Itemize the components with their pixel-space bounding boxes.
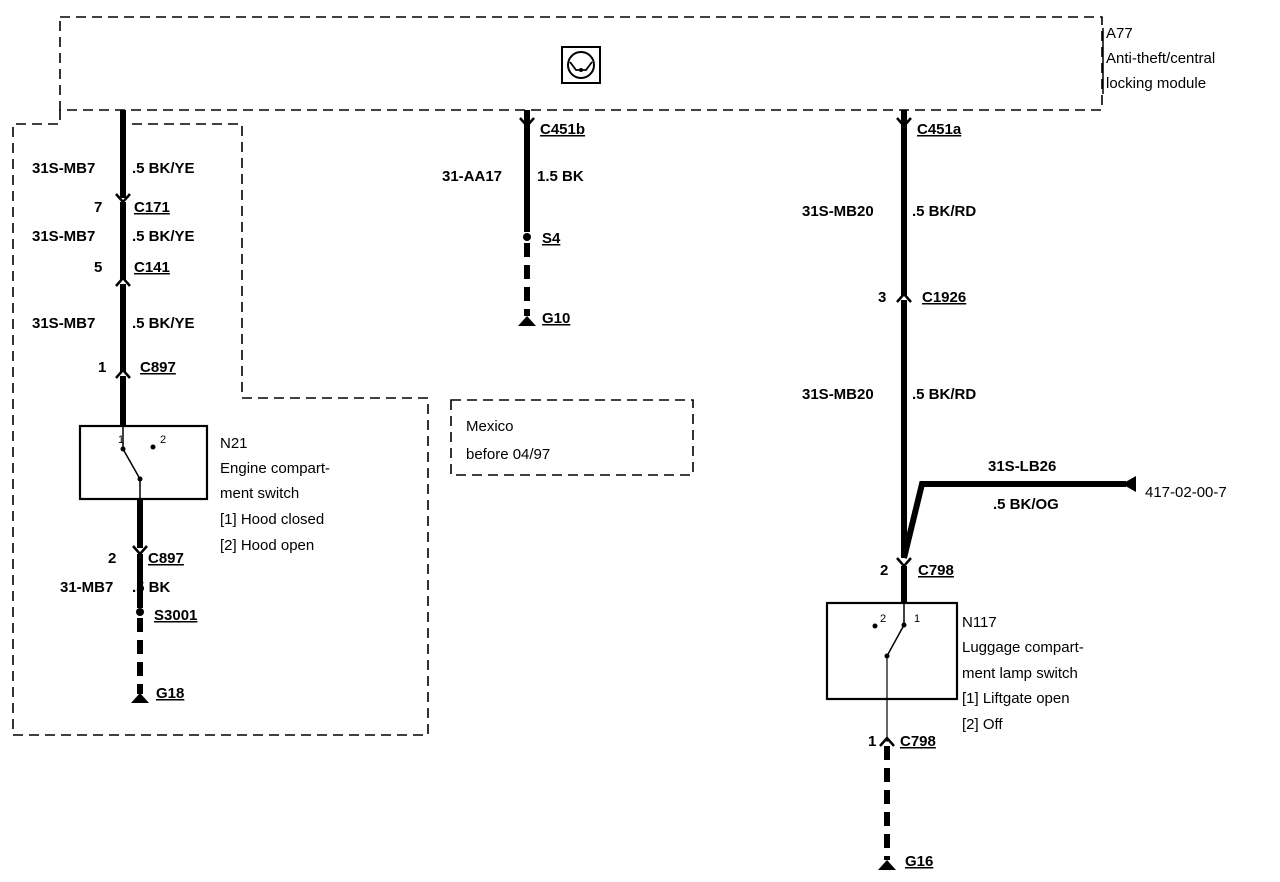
c897b-pin: 2 <box>108 550 116 567</box>
mexico-note-line2: before 04/97 <box>466 446 550 463</box>
c1926-pin: 3 <box>878 289 886 306</box>
c798a-label: C798 <box>918 562 954 579</box>
left-w4-circuit: 31-MB7 <box>60 579 113 596</box>
n117-switch-contact-icon <box>872 603 907 742</box>
side-spec: .5 BK/OG <box>993 496 1059 513</box>
g18-label: G18 <box>156 685 184 702</box>
left-w2-circuit: 31S-MB7 <box>32 228 95 245</box>
n21-desc-line2: ment switch <box>220 485 299 502</box>
n117-pin1: 1 <box>914 613 920 625</box>
n117-ref: N117 <box>962 614 997 631</box>
s4-label: S4 <box>542 230 561 247</box>
c897a-pin: 1 <box>98 359 106 376</box>
right-w1-circuit: 31S-MB20 <box>802 203 874 220</box>
left-w1-circuit: 31S-MB7 <box>32 160 95 177</box>
mid-circuit: 31-AA17 <box>442 168 502 185</box>
c451a-label: C451a <box>917 121 962 138</box>
c897a-label: C897 <box>140 359 176 376</box>
c897b-label: C897 <box>148 550 184 567</box>
side-arrow-icon <box>1122 476 1136 492</box>
n21-pin2: 2 <box>160 434 166 446</box>
c798b-label: C798 <box>900 733 936 750</box>
c798a-pin: 2 <box>880 562 888 579</box>
module-desc-line1: Anti-theft/central <box>1106 50 1215 67</box>
n21-ref: N21 <box>220 435 248 452</box>
module-ref: A77 <box>1106 25 1133 42</box>
n117-desc-line1: Luggage compart- <box>962 639 1084 656</box>
left-w4-spec: .5 BK <box>132 579 171 596</box>
n21-pos1: [1] Hood closed <box>220 511 324 528</box>
c798b-connector-icon <box>879 736 895 747</box>
c798b-pin: 1 <box>868 733 876 750</box>
n21-pin1: 1 <box>118 434 124 446</box>
g16-ground-icon <box>878 860 896 870</box>
s3001-splice-icon <box>136 608 144 616</box>
left-w3-circuit: 31S-MB7 <box>32 315 95 332</box>
side-ref: 417-02-00-7 <box>1145 484 1227 501</box>
g16-label: G16 <box>905 853 933 870</box>
g10-label: G10 <box>542 310 570 327</box>
n117-pos1: [1] Liftgate open <box>962 690 1070 707</box>
c141-label: C141 <box>134 259 170 276</box>
module-desc-line2: locking module <box>1106 75 1206 92</box>
n117-switch-box <box>825 601 959 701</box>
left-w3-spec: .5 BK/YE <box>132 315 195 332</box>
c171-pin: 7 <box>94 199 102 216</box>
c171-label: C171 <box>134 199 170 216</box>
c798a-connector-icon <box>896 557 912 568</box>
g18-ground-icon <box>131 693 149 703</box>
mexico-note-line1: Mexico <box>466 418 514 435</box>
n117-desc-line2: ment lamp switch <box>962 665 1078 682</box>
right-w1-spec: .5 BK/RD <box>912 203 976 220</box>
left-w1-spec: .5 BK/YE <box>132 160 195 177</box>
left-option-region <box>12 110 429 736</box>
left-w2-spec: .5 BK/YE <box>132 228 195 245</box>
n21-desc-line1: Engine compart- <box>220 460 330 477</box>
right-w2-spec: .5 BK/RD <box>912 386 976 403</box>
n21-switch-contact-icon <box>120 426 156 499</box>
c451b-label: C451b <box>540 121 585 138</box>
side-circuit: 31S-LB26 <box>988 458 1056 475</box>
right-w2-circuit: 31S-MB20 <box>802 386 874 403</box>
n21-pos2: [2] Hood open <box>220 537 314 554</box>
c1926-connector-icon <box>896 292 912 303</box>
g10-ground-icon <box>518 316 536 326</box>
c141-pin: 5 <box>94 259 102 276</box>
mid-spec: 1.5 BK <box>537 168 584 185</box>
mexico-note-box <box>450 399 694 476</box>
s4-splice-icon <box>523 233 531 241</box>
c897-connector-icon <box>115 368 131 379</box>
anti-theft-symbol-icon <box>561 46 601 84</box>
c1926-label: C1926 <box>922 289 966 306</box>
s3001-label: S3001 <box>154 607 197 624</box>
n117-pin2: 2 <box>880 613 886 625</box>
n117-pos2: [2] Off <box>962 716 1003 733</box>
c141-connector-icon <box>115 276 131 287</box>
wire-31s-lb26 <box>901 481 1126 559</box>
n21-switch-box <box>78 424 209 501</box>
module-a77-outline <box>59 16 1103 111</box>
